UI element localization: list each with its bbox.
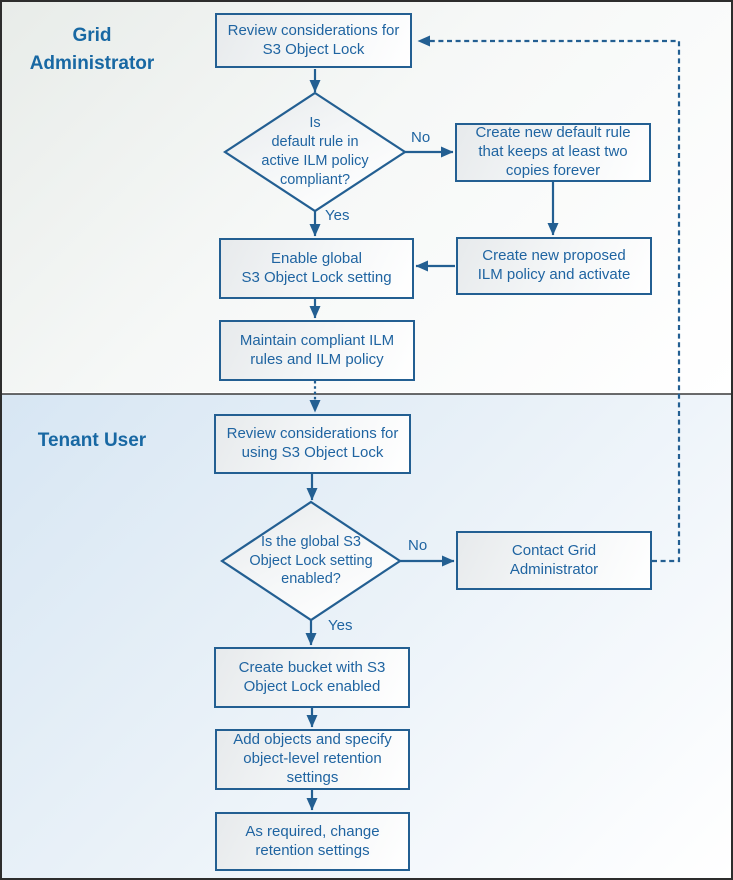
lane-label-tenant-user: Tenant User: [37, 430, 147, 451]
lane-label-grid-administrator: Grid Administrator: [29, 25, 155, 74]
node-change-retention: As required, change retention settings: [215, 812, 410, 871]
node-contact-grid-administrator: Contact Grid Administrator: [456, 531, 652, 590]
edge-label-no-2: No: [408, 537, 428, 554]
node-create-proposed-policy: Create new proposed ILM policy and activ…: [456, 237, 652, 295]
node-add-objects: Add objects and specify object-level ret…: [215, 729, 410, 790]
node-create-bucket: Create bucket with S3 Object Lock enable…: [214, 647, 410, 708]
node-review-using-s3-object-lock: Review considerations for using S3 Objec…: [214, 414, 411, 474]
edge-label-no-1: No: [411, 129, 431, 146]
edge-label-yes-2: Yes: [328, 617, 353, 634]
node-enable-global-setting: Enable global S3 Object Lock setting: [219, 238, 414, 299]
edge-label-yes-1: Yes: [325, 207, 350, 224]
node-review-s3-object-lock: Review considerations for S3 Object Lock: [215, 13, 412, 68]
node-maintain-ilm: Maintain compliant ILM rules and ILM pol…: [219, 320, 415, 381]
decision-global-setting-label: Is the global S3 Object Lock setting ena…: [249, 533, 373, 588]
decision-default-rule-label: Is default rule in active ILM policy com…: [261, 115, 369, 188]
node-create-default-rule: Create new default rule that keeps at le…: [455, 123, 651, 182]
